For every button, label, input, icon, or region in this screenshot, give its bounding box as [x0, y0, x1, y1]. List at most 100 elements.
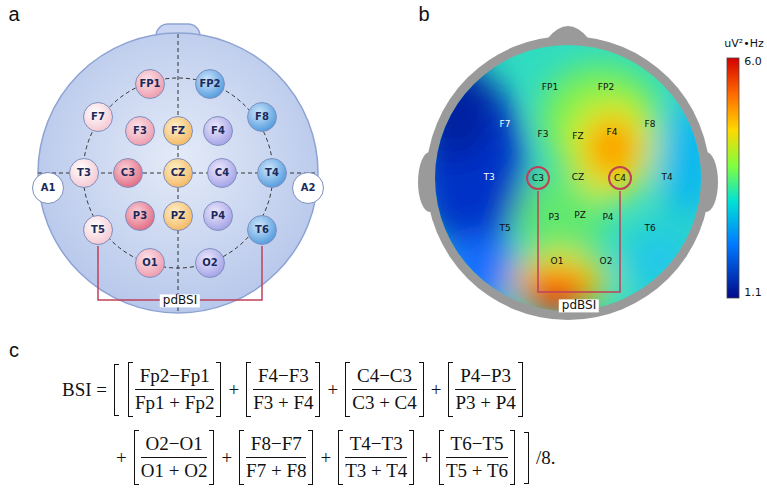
fraction-bar	[446, 457, 508, 458]
electrode-name: T3	[77, 168, 91, 178]
electrode-label: CZ	[572, 173, 584, 183]
fraction-bar	[253, 389, 313, 390]
electrode-name: FP2	[199, 79, 220, 89]
electrode-name: C3	[121, 168, 135, 178]
bracket-stroke	[128, 362, 133, 417]
electrode-label: F4	[607, 128, 618, 138]
map-zone	[588, 118, 636, 178]
bracket-stroke	[448, 362, 453, 417]
formula-term: +	[116, 447, 127, 469]
panel-letter: b	[418, 3, 429, 25]
colorbar	[727, 58, 739, 298]
head-outline	[38, 33, 318, 313]
highlight-ring: C3	[526, 166, 550, 190]
outer-bracket	[522, 432, 529, 484]
bracket	[98, 246, 262, 300]
electrode-name: F8	[255, 112, 269, 122]
bracket-stroke	[510, 430, 515, 485]
bracket-stroke	[315, 362, 320, 417]
electrode-name: F3	[133, 126, 147, 136]
electrode-name: P4	[211, 211, 225, 221]
bracket-stroke	[239, 430, 244, 485]
electrode: P4	[203, 201, 233, 231]
electrode-label: T6	[644, 224, 655, 234]
denominator: P3 + P4	[455, 392, 515, 414]
denominator: T3 + T4	[345, 460, 407, 482]
electrode-name: F7	[91, 112, 105, 122]
topographic-map	[415, 40, 720, 320]
bracket-stroke	[308, 430, 313, 485]
electrode-name: FP1	[139, 79, 160, 89]
electrode-name: FZ	[171, 126, 185, 136]
electrode-label: T3	[483, 173, 494, 183]
electrode: F4	[203, 116, 233, 146]
bracket-stroke	[114, 364, 119, 416]
map-zone	[570, 102, 654, 198]
formula-term: +	[221, 447, 232, 469]
electrode-label: T4	[661, 173, 672, 183]
formula-term: +	[228, 379, 239, 401]
electrode-label: O2	[600, 257, 613, 267]
electrode: T4	[257, 158, 287, 188]
bracket-stroke	[209, 430, 214, 485]
denominator: C3 + C4	[352, 392, 417, 414]
electrode: A2	[292, 172, 324, 204]
map-zone	[660, 100, 720, 220]
electrode: F7	[83, 102, 113, 132]
bracket-stroke	[524, 432, 529, 484]
denominator: O1 + O2	[141, 460, 208, 482]
electrode-name: C4	[215, 168, 229, 178]
electrode-label: T5	[499, 224, 510, 234]
electrode: FZ	[163, 116, 193, 146]
electrode-label: FZ	[572, 132, 583, 142]
electrode: A1	[32, 172, 64, 204]
fraction: T6−T5T5 + T6	[439, 430, 515, 485]
numerator: O2−O1	[145, 433, 202, 455]
electrode-label: PZ	[574, 211, 586, 221]
electrode-label: FP2	[598, 83, 614, 93]
electrode-label: F3	[538, 130, 549, 140]
electrode-name: T4	[265, 168, 279, 178]
map-zone	[625, 225, 695, 295]
denominator: T5 + T6	[446, 460, 508, 482]
electrode: F3	[125, 116, 155, 146]
fraction: O2−O1 O1 + O2	[134, 430, 215, 485]
electrode: T3	[69, 158, 99, 188]
electrode: C4	[207, 158, 237, 188]
electrode: O2	[195, 248, 225, 278]
numerator: Fp2−Fp1	[140, 365, 210, 387]
scale-value: 1.1	[744, 287, 762, 299]
unit-label: uV²•Hz	[724, 38, 763, 50]
electrode-label: P4	[602, 213, 613, 223]
bracket-stroke	[439, 430, 444, 485]
electrode-name: T5	[91, 225, 105, 235]
formula-term: +	[421, 447, 432, 469]
fraction-bar	[246, 457, 306, 458]
electrode: O1	[135, 248, 165, 278]
denominator: Fp1 + Fp2	[135, 392, 214, 414]
electrode-label: F8	[645, 120, 656, 130]
electrode-name: CZ	[171, 168, 186, 178]
numerator: P4−P3	[460, 365, 511, 387]
fraction: T4−T3T3 + T4	[338, 430, 414, 485]
electrode: F8	[247, 102, 277, 132]
bracket-stroke	[338, 430, 343, 485]
fraction: Fp2−Fp1Fp1 + Fp2	[128, 362, 221, 417]
electrode: T6	[247, 215, 277, 245]
formula-term: BSI =	[62, 379, 107, 401]
bracket	[538, 191, 620, 292]
fraction-bar	[135, 389, 214, 390]
bracket-stroke	[134, 430, 139, 485]
bracket-stroke	[409, 430, 414, 485]
electrode: T5	[83, 215, 113, 245]
formula-term: +	[431, 379, 442, 401]
bracket-stroke	[419, 362, 424, 417]
fraction: F8−F7F7 + F8	[239, 430, 313, 485]
electrode-name: A2	[301, 183, 316, 193]
pdbsi-label: pdBSI	[160, 294, 200, 307]
denominator: F7 + F8	[246, 460, 306, 482]
fraction-bar	[141, 457, 208, 458]
electrode-name: C3	[532, 174, 544, 183]
electrode-label: P3	[548, 213, 559, 223]
